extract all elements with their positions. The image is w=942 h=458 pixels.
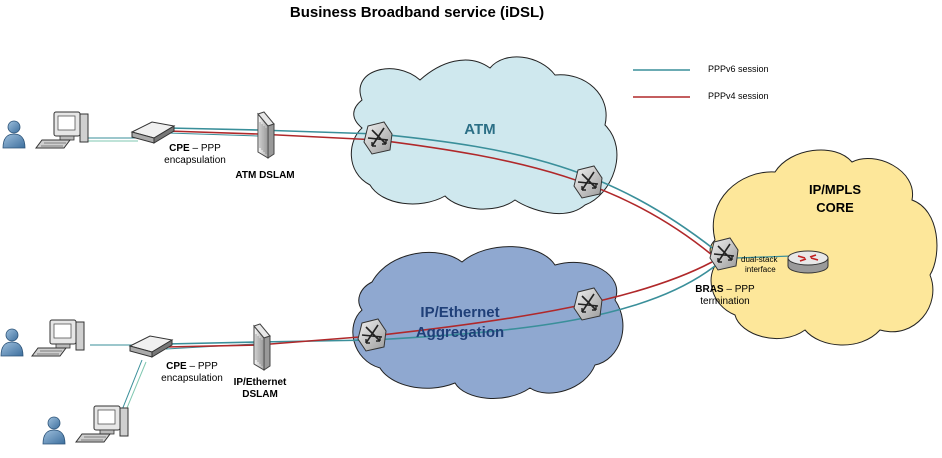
legend-label-pppv6: PPPv6 session [708, 64, 769, 74]
core-cloud [709, 149, 938, 346]
bras-label-line2: termination [700, 296, 750, 307]
bras-router-icon [709, 237, 739, 271]
core-cloud-label-line1: IP/MPLS [808, 182, 861, 197]
pppv6-bottom [165, 261, 721, 345]
eth-cloud-label-line2: Aggregation [415, 324, 505, 341]
computer-icon [35, 111, 89, 149]
user-icon [42, 416, 66, 445]
bras-label: BRAS – PPP [685, 284, 765, 295]
dual-stack-label-line1: dual-stack [741, 255, 778, 264]
cpe-bottom-label-line2: encapsulation [161, 373, 223, 384]
cpe-modem-icon [129, 335, 173, 358]
ethernet-switch-icon [357, 318, 387, 352]
atm-dslam-label: ATM DSLAM [235, 170, 295, 181]
core-cloud-label-line2: CORE [816, 200, 854, 215]
legend-label-pppv4: PPPv4 session [708, 91, 769, 101]
cpe-bottom-strong: CPE [166, 361, 187, 372]
bras-strong: BRAS [695, 284, 724, 295]
eth-dslam-label-line2: DSLAM [242, 389, 278, 400]
core-router-icon [787, 250, 829, 274]
ppp-sessions [165, 127, 721, 348]
atm-switch-icon [363, 121, 393, 155]
ethernet-dslam-icon [253, 323, 271, 371]
pppv4-bottom [165, 261, 713, 348]
atm-cloud [350, 56, 618, 214]
pppv4-top [167, 130, 713, 256]
access-links [82, 132, 259, 421]
atm-switch-icon [573, 165, 603, 199]
cpe-top-label: CPE – PPP [150, 143, 240, 154]
ethernet-switch-icon [573, 287, 603, 321]
cpe-bottom-label: CPE – PPP [147, 361, 237, 372]
dual-stack-label-line2: interface [745, 265, 776, 274]
computer-icon [31, 319, 85, 357]
pppv6-top [167, 127, 716, 251]
eth-cloud [352, 246, 624, 399]
cpe-modem-icon [131, 121, 175, 144]
user-icon [0, 328, 24, 357]
bras-rest: – PPP [723, 284, 755, 295]
cpe-top-rest: – PPP [189, 143, 221, 154]
atm-cloud-label: ATM [464, 121, 496, 138]
cpe-bottom-rest: – PPP [186, 361, 218, 372]
user-icon [2, 120, 26, 149]
dual-stack-link [735, 255, 793, 259]
eth-cloud-label-line1: IP/Ethernet [420, 304, 500, 321]
computer-icon [75, 405, 129, 443]
cpe-top-strong: CPE [169, 143, 190, 154]
cpe-top-label-line2: encapsulation [164, 155, 226, 166]
eth-dslam-label-line1: IP/Ethernet [233, 377, 287, 388]
diagram-title: Business Broadband service (iDSL) [289, 4, 545, 21]
atm-dslam-icon [257, 111, 275, 159]
